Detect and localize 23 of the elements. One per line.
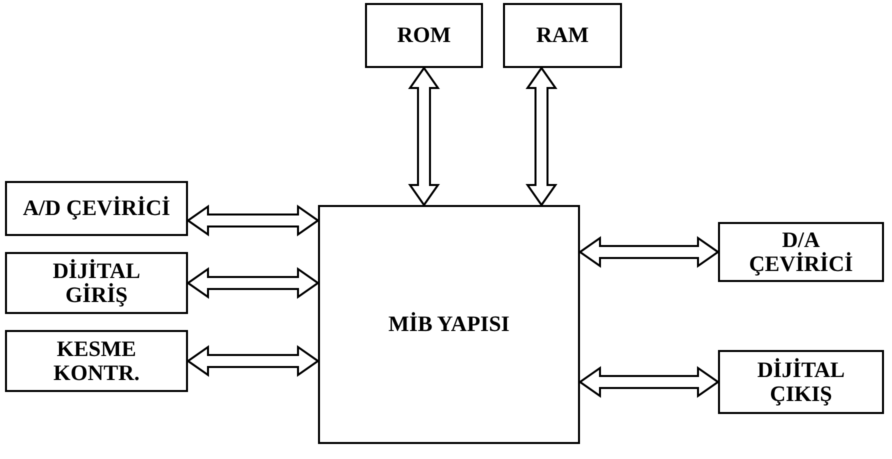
- block-box: [5, 330, 188, 392]
- double-arrow: [186, 204, 320, 236]
- double-arrow: [186, 345, 320, 377]
- block-label: MİB YAPISI: [388, 312, 510, 337]
- double-arrow: [408, 66, 440, 207]
- double-arrow: [578, 236, 720, 268]
- block-box: [5, 181, 188, 236]
- block-label: ROM: [396, 23, 452, 48]
- block-label: DİJİTAL GİRİŞ: [52, 258, 142, 308]
- double-arrow: [186, 267, 320, 299]
- block-label: KESME KONTR.: [52, 336, 141, 386]
- block-box: [318, 205, 580, 444]
- block-label: RAM: [535, 23, 590, 48]
- block-label: A/D ÇEVİRİCİ: [22, 196, 172, 221]
- double-arrow: [578, 366, 720, 398]
- block-box: [718, 350, 884, 414]
- double-arrow: [526, 66, 558, 207]
- block-box: [503, 3, 622, 68]
- block-label: D/A ÇEVİRİCİ: [748, 228, 854, 276]
- block-box: [5, 252, 188, 314]
- block-box: [718, 222, 884, 282]
- block-label: DİJİTAL ÇIKIŞ: [756, 358, 846, 406]
- block-box: [365, 3, 483, 68]
